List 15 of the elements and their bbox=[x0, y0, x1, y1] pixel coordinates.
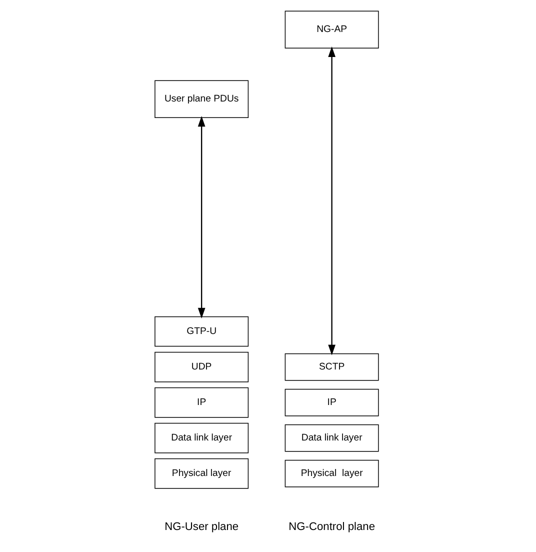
arrow bbox=[198, 116, 206, 318]
node-box: UDP bbox=[154, 352, 249, 382]
node-box: User plane PDUs bbox=[154, 80, 249, 118]
node-box: Data link layer bbox=[154, 422, 249, 454]
node-box: Physical layer bbox=[284, 460, 379, 488]
node-box: Data link layer bbox=[284, 424, 379, 452]
node-box: GTP-U bbox=[154, 316, 249, 347]
node-box: IP bbox=[154, 387, 249, 418]
arrow bbox=[328, 46, 336, 356]
node-box: IP bbox=[284, 388, 379, 416]
label: NG-Control plane bbox=[288, 521, 375, 534]
node-box: SCTP bbox=[284, 353, 379, 381]
label: NG-User plane bbox=[164, 521, 239, 534]
node-box: NG-AP bbox=[284, 10, 379, 48]
node-box: Physical layer bbox=[154, 458, 249, 489]
